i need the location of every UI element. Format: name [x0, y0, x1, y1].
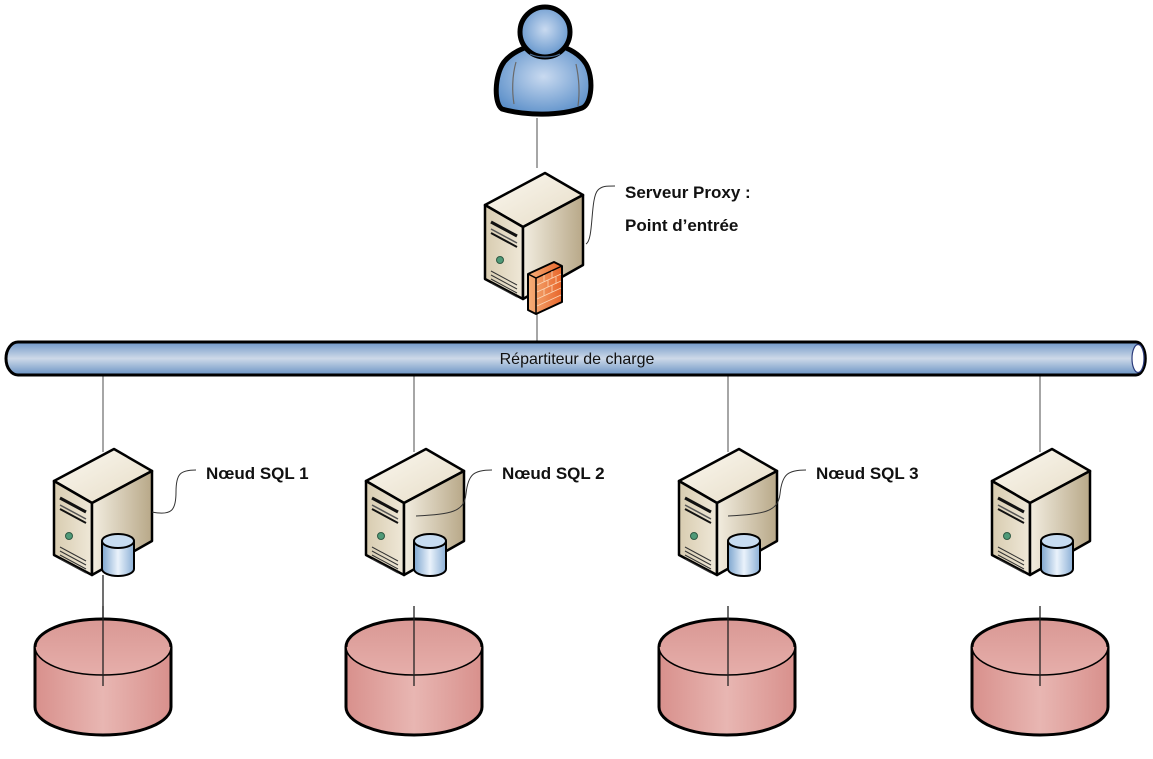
bus-end-cap — [1131, 343, 1145, 374]
proxy-label-line2: Point d’entrée — [625, 216, 738, 235]
sql-node-1[interactable]: Nœud SQL 1 — [52, 447, 309, 577]
database-icon — [413, 533, 447, 577]
bus-label: Répartiteur de charge — [500, 351, 655, 368]
proxy-callout-line — [585, 185, 616, 245]
node1-label: Nœud SQL 1 — [206, 464, 309, 483]
node1-callout-line — [151, 469, 197, 514]
database-icon — [1040, 533, 1074, 577]
sql-node-3[interactable]: Nœud SQL 3 — [677, 447, 919, 577]
database-icon — [101, 533, 135, 577]
proxy-server[interactable]: Serveur Proxy : Point d’entrée — [483, 171, 751, 315]
load-balancer-bus[interactable]: Répartiteur de charge — [4, 340, 1147, 377]
node3-label: Nœud SQL 3 — [816, 464, 919, 483]
connector-lines — [102, 118, 1041, 452]
user-icon — [493, 4, 594, 117]
node2-callout-line — [415, 469, 493, 517]
node2-label: Nœud SQL 2 — [502, 464, 605, 483]
firewall-icon — [527, 261, 563, 315]
sql-node-2[interactable]: Nœud SQL 2 — [364, 447, 605, 577]
node3-callout-line — [727, 469, 807, 517]
database-icon — [727, 533, 761, 577]
proxy-label-line1: Serveur Proxy : — [625, 183, 751, 202]
sql-node-4[interactable] — [990, 447, 1092, 577]
disk-storage-3 — [657, 617, 797, 737]
